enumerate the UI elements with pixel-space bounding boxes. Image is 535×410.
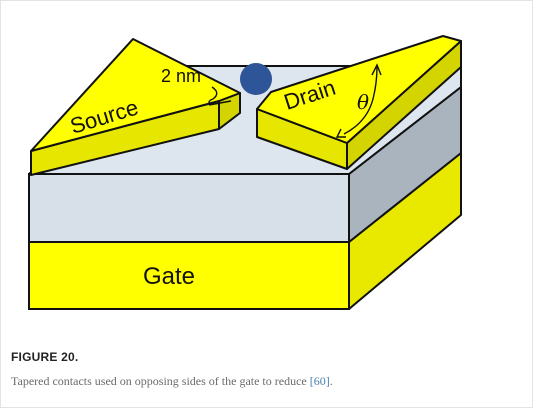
molecule [240, 63, 272, 95]
dielectric-front [28, 173, 350, 243]
gate-front [28, 241, 350, 310]
figure-label: FIGURE 20. [11, 350, 79, 364]
gap-dimension-arrow [208, 86, 218, 106]
angle-arc-icon [343, 66, 378, 135]
citation-link[interactable]: [60] [309, 374, 330, 388]
source-contact-top [30, 38, 241, 152]
gap-label: 2 nm [161, 66, 201, 86]
caption-tail: . [329, 374, 333, 388]
figure-caption: Tapered contacts used on opposing sides … [11, 374, 333, 389]
device-diagram: 2 nm Source Drain θ Gate [28, 35, 462, 310]
gate-label: Gate [143, 263, 195, 290]
drain-contact-top [256, 35, 462, 144]
caption-text: Tapered contacts used on opposing sides … [11, 374, 310, 388]
angle-label: θ [357, 90, 369, 114]
